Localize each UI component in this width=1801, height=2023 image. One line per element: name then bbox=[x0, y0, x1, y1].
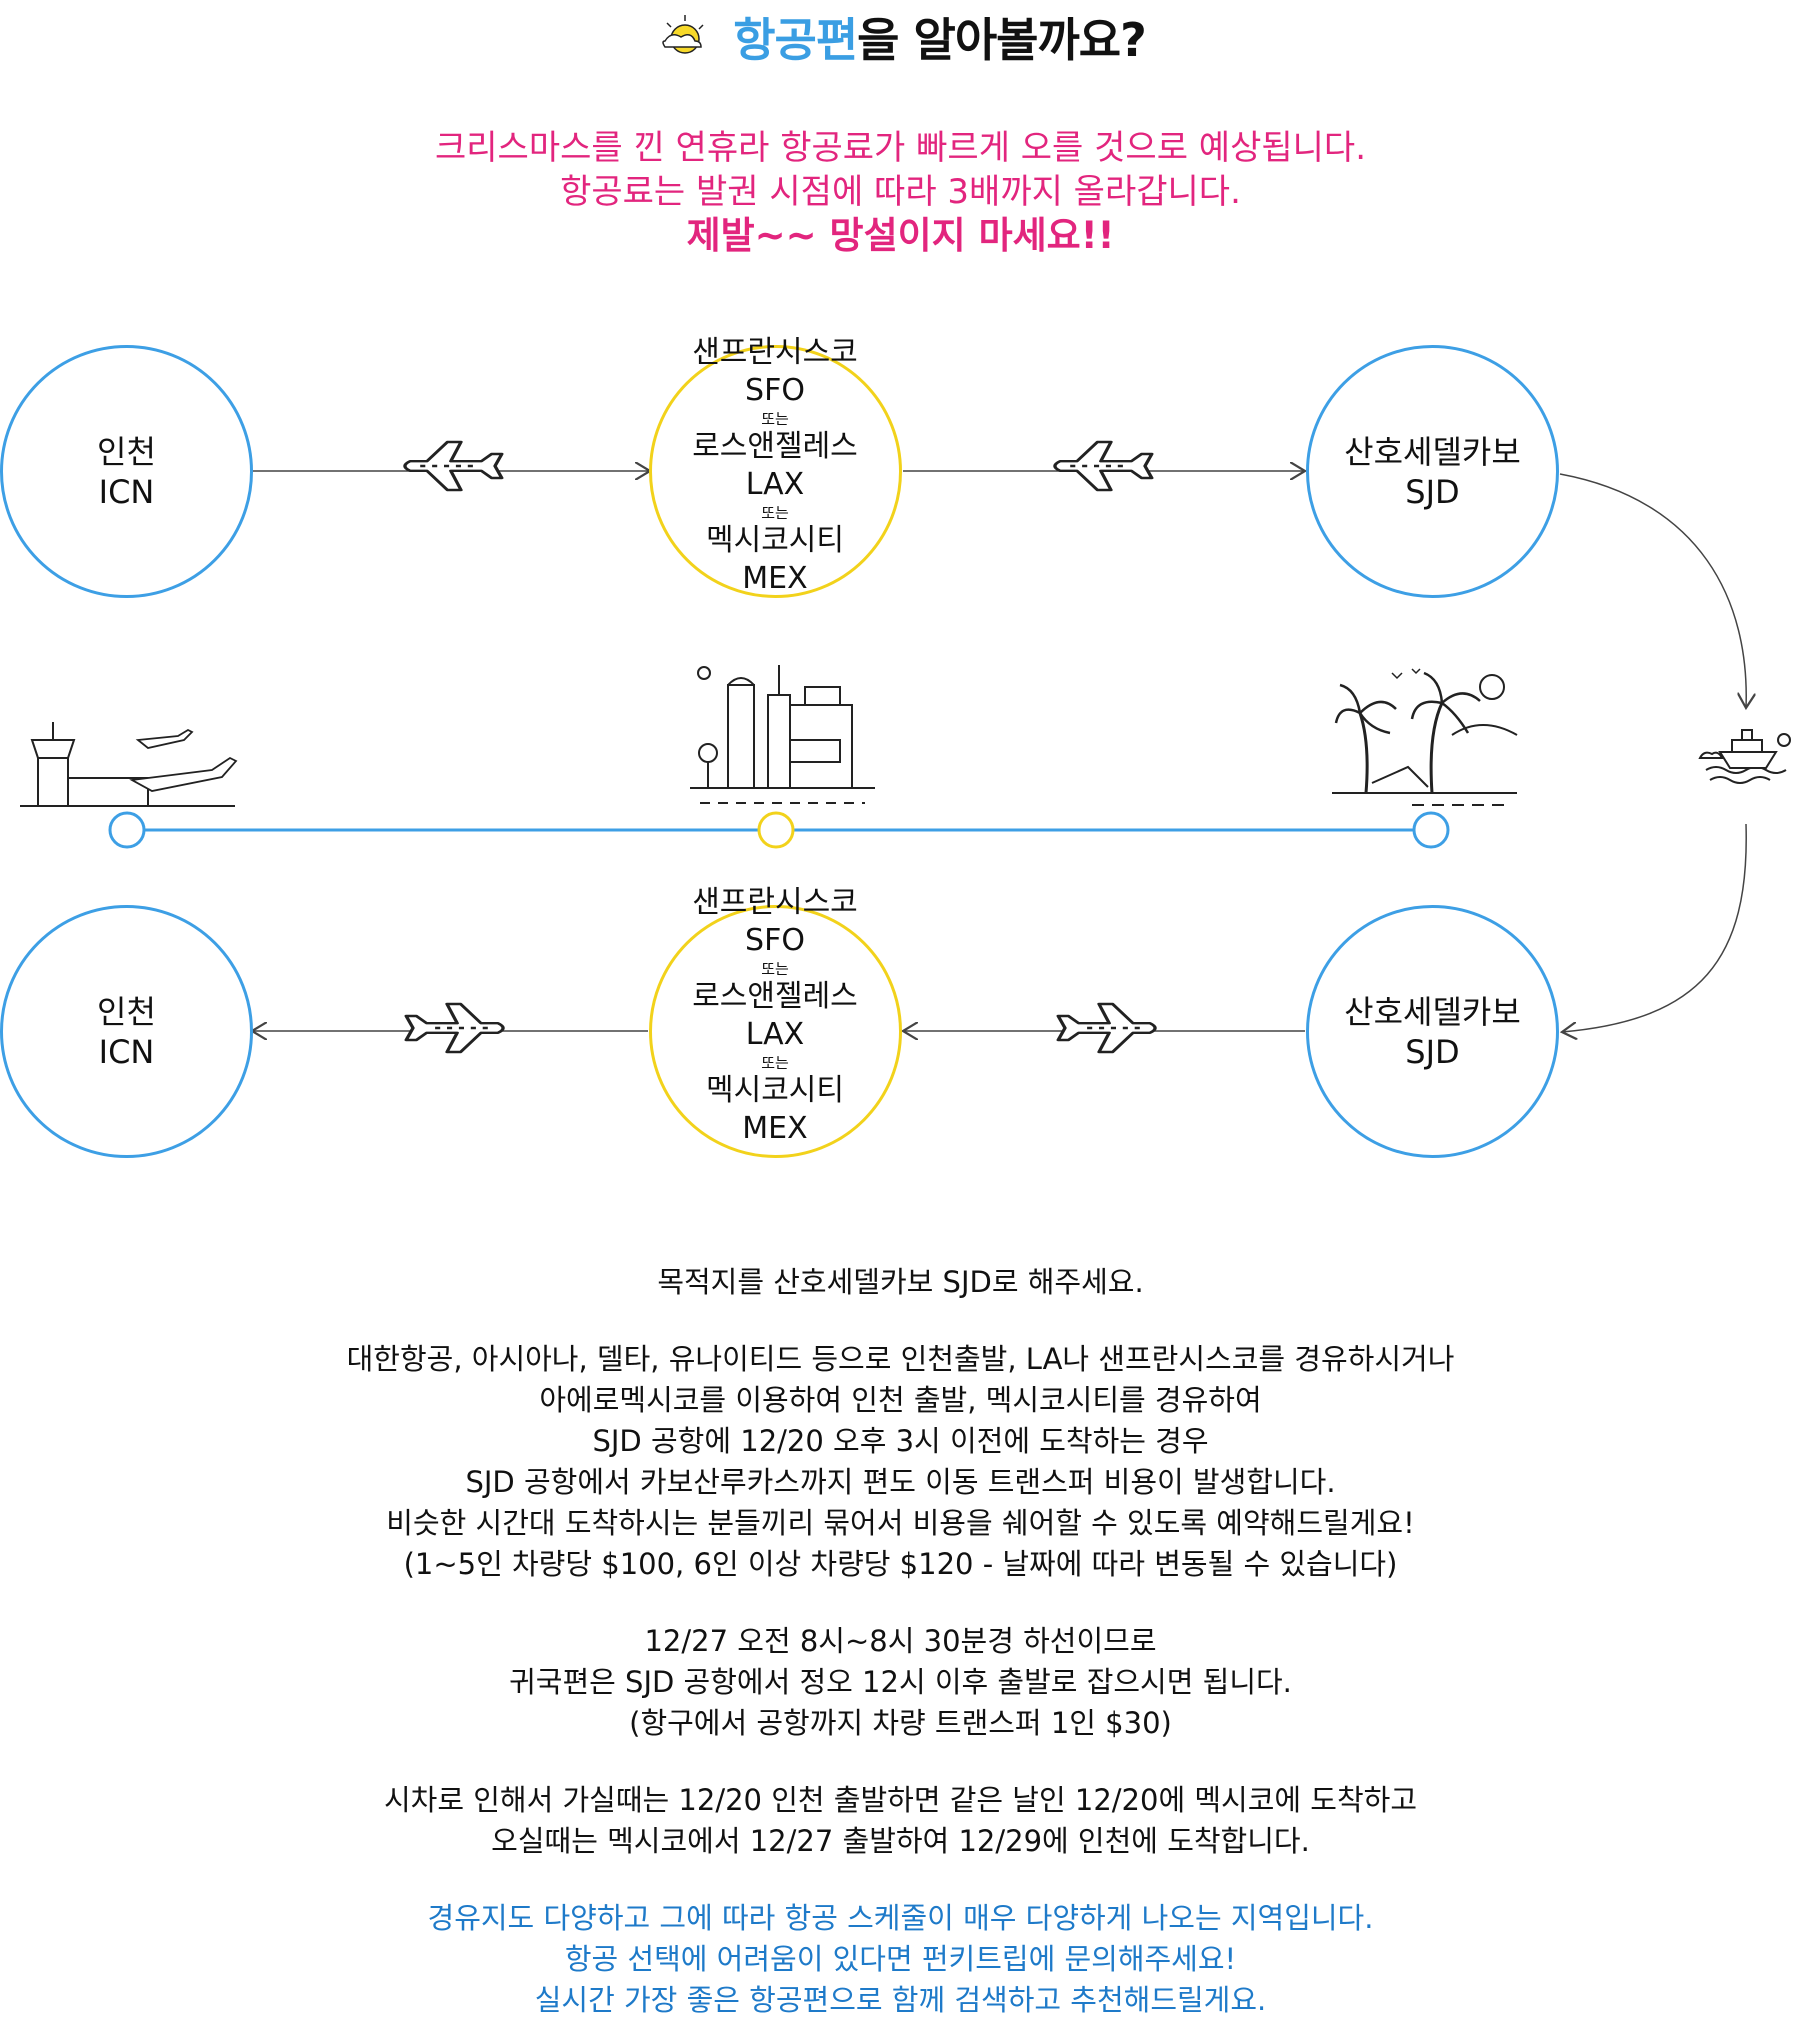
info-line: 12/27 오전 8시~8시 30분경 하선이므로 bbox=[644, 1624, 1157, 1658]
route-curve bbox=[1562, 823, 1747, 1032]
info-line: 시차로 인해서 가실때는 12/20 인천 출발하면 같은 날인 12/20에 … bbox=[383, 1783, 1418, 1817]
airplane-icon bbox=[1053, 440, 1154, 492]
airport-code: ICN bbox=[98, 472, 155, 511]
page-title: 항공편을 알아볼까요? bbox=[0, 4, 1801, 76]
airport-icon bbox=[20, 722, 238, 807]
info-line: 목적지를 산호세델카보 SJD로 해주세요. bbox=[657, 1265, 1144, 1299]
via-or: 또는 bbox=[761, 504, 789, 522]
airport-circle-icn-out: 인천 ICN bbox=[0, 345, 253, 598]
sun-cloud-icon bbox=[655, 11, 709, 76]
cruise-ship-icon bbox=[1698, 729, 1791, 784]
airport-code: SJD bbox=[1405, 1032, 1460, 1071]
info-line: (1~5인 차량당 $100, 6인 이상 차량당 $120 - 날짜에 따라 … bbox=[403, 1547, 1398, 1581]
info-line: 대한항공, 아시아나, 델타, 유나이티드 등으로 인천출발, LA나 샌프란시… bbox=[346, 1342, 1455, 1376]
airport-name: 산호세델카보 bbox=[1344, 432, 1521, 471]
airport-circle-sjd-out: 산호세델카보 SJD bbox=[1306, 345, 1559, 598]
airport-code: ICN bbox=[98, 1032, 155, 1071]
via-mex-name: 멕시코시티 bbox=[706, 523, 844, 558]
via-lax-code: LAX bbox=[745, 1017, 805, 1052]
via-list-out: 샌프란시스코 SFO 또는 로스앤젤레스 LAX 또는 멕시코시티 MEX bbox=[645, 334, 905, 598]
info-line: 비슷한 시간대 도착하시는 분들끼리 묶어서 비용을 쉐어할 수 있도록 예약해… bbox=[386, 1506, 1415, 1540]
via-list-back: 샌프란시스코 SFO 또는 로스앤젤레스 LAX 또는 멕시코시티 MEX bbox=[645, 884, 905, 1148]
airplane-icon bbox=[404, 1002, 505, 1054]
timeline-dot-sjd bbox=[1412, 811, 1450, 849]
via-sfo-code: SFO bbox=[745, 923, 805, 958]
via-circle-out bbox=[649, 345, 902, 598]
via-or: 또는 bbox=[761, 1054, 789, 1072]
via-or: 또는 bbox=[761, 960, 789, 978]
info-line: 귀국편은 SJD 공항에서 정오 12시 이후 출발로 잡으시면 됩니다. bbox=[509, 1665, 1292, 1699]
airport-name: 인천 bbox=[97, 432, 156, 471]
contact-line: 경유지도 다양하고 그에 따라 항공 스케줄이 매우 다양하게 나오는 지역입니… bbox=[427, 1901, 1374, 1935]
via-or: 또는 bbox=[761, 410, 789, 428]
notice-line: 항공료는 발권 시점에 따라 3배까지 올라갑니다. bbox=[560, 172, 1241, 212]
via-lax-name: 로스앤젤레스 bbox=[692, 979, 858, 1014]
via-sfo-code: SFO bbox=[745, 373, 805, 408]
info-line: (항구에서 공항까지 차량 트랜스퍼 1인 $30) bbox=[629, 1706, 1172, 1740]
flight-info: 목적지를 산호세델카보 SJD로 해주세요. 대한항공, 아시아나, 델타, 유… bbox=[0, 1262, 1801, 2021]
contact-line: 실시간 가장 좋은 항공편으로 함께 검색하고 추천해드릴게요. bbox=[534, 1983, 1267, 2017]
price-notice: 크리스마스를 낀 연휴라 항공료가 빠르게 오를 것으로 예상됩니다. 항공료는… bbox=[0, 126, 1801, 258]
via-mex-code: MEX bbox=[742, 561, 808, 596]
notice-line: 크리스마스를 낀 연휴라 항공료가 빠르게 오를 것으로 예상됩니다. bbox=[434, 128, 1367, 168]
airport-name: 인천 bbox=[97, 992, 156, 1031]
beach-icon bbox=[1332, 668, 1518, 806]
via-sfo-name: 샌프란시스코 bbox=[692, 885, 858, 920]
city-icon bbox=[690, 665, 875, 804]
via-mex-name: 멕시코시티 bbox=[706, 1073, 844, 1108]
contact-line: 항공 선택에 어려움이 있다면 펀키트립에 문의해주세요! bbox=[564, 1942, 1237, 1976]
via-lax-code: LAX bbox=[745, 467, 805, 502]
timeline-dot-via bbox=[757, 811, 795, 849]
title-highlight: 항공편 bbox=[733, 13, 858, 67]
title-rest: 을 알아볼까요? bbox=[857, 13, 1147, 67]
route-curve bbox=[1559, 473, 1746, 708]
info-line: SJD 공항에서 카보산루카스까지 편도 이동 트랜스퍼 비용이 발생합니다. bbox=[465, 1465, 1336, 1499]
via-circle-back bbox=[649, 905, 902, 1158]
timeline-dot-icn bbox=[108, 811, 146, 849]
via-sfo-name: 샌프란시스코 bbox=[692, 335, 858, 370]
info-line: SJD 공항에 12/20 오후 3시 이전에 도착하는 경우 bbox=[592, 1424, 1209, 1458]
airplane-icon bbox=[403, 440, 504, 492]
info-line: 아에로멕시코를 이용하여 인천 출발, 멕시코시티를 경유하여 bbox=[539, 1383, 1262, 1417]
airport-circle-sjd-back: 산호세델카보 SJD bbox=[1306, 905, 1559, 1158]
airport-circle-icn-back: 인천 ICN bbox=[0, 905, 253, 1158]
via-lax-name: 로스앤젤레스 bbox=[692, 429, 858, 464]
via-mex-code: MEX bbox=[742, 1111, 808, 1146]
airport-name: 산호세델카보 bbox=[1344, 992, 1521, 1031]
airport-code: SJD bbox=[1405, 472, 1460, 511]
info-line: 오실때는 멕시코에서 12/27 출발하여 12/29에 인천에 도착합니다. bbox=[491, 1824, 1310, 1858]
notice-strong: 제발~~ 망설이지 마세요!! bbox=[686, 214, 1115, 257]
airplane-icon bbox=[1056, 1002, 1157, 1054]
